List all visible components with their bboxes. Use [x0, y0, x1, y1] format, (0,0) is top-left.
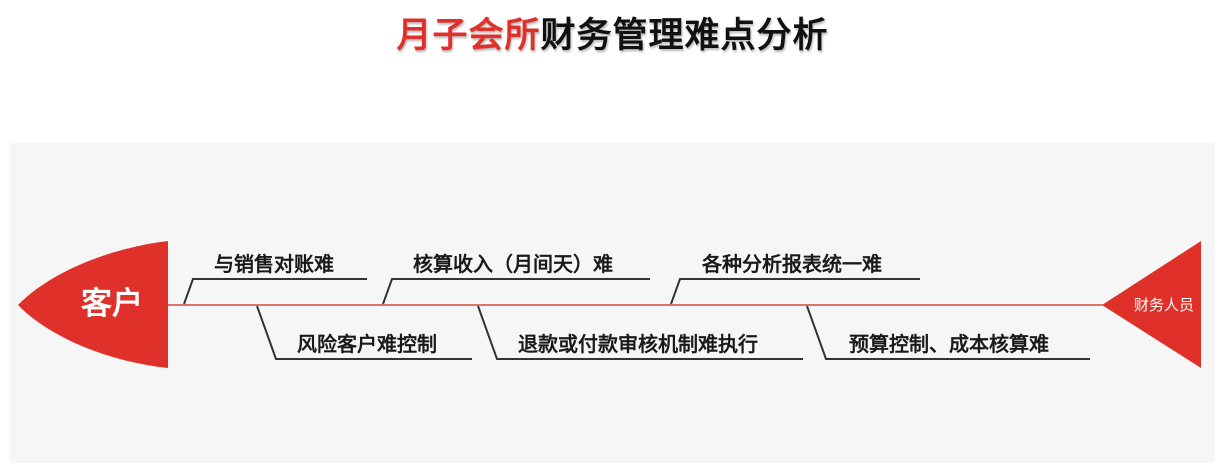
tail-label: 财务人员	[1134, 296, 1195, 314]
top-label-3: 各种分析报表统一难	[702, 252, 882, 276]
bottom-bone-3	[806, 305, 1090, 360]
title-rest: 财务管理难点分析	[540, 16, 829, 56]
top-bone-1	[183, 278, 367, 305]
head-label: 客户	[81, 286, 143, 322]
page-title: 月子会所财务管理难点分析	[0, 12, 1225, 60]
title-accent: 月子会所	[396, 16, 541, 56]
bottom-bone-2	[477, 305, 803, 360]
bottom-label-2: 退款或付款审核机制难执行	[518, 332, 758, 356]
top-bone-2	[382, 278, 650, 305]
bottom-label-1: 风险客户难控制	[297, 332, 437, 356]
fish-tail	[1102, 241, 1201, 368]
fish-head	[18, 241, 168, 368]
bottom-bone-1	[256, 305, 472, 360]
top-label-2: 核算收入（月间天）难	[413, 252, 613, 276]
bottom-label-3: 预算控制、成本核算难	[849, 332, 1049, 356]
diagram-panel	[10, 143, 1215, 463]
top-bone-3	[670, 278, 920, 305]
top-label-1: 与销售对账难	[214, 252, 334, 276]
